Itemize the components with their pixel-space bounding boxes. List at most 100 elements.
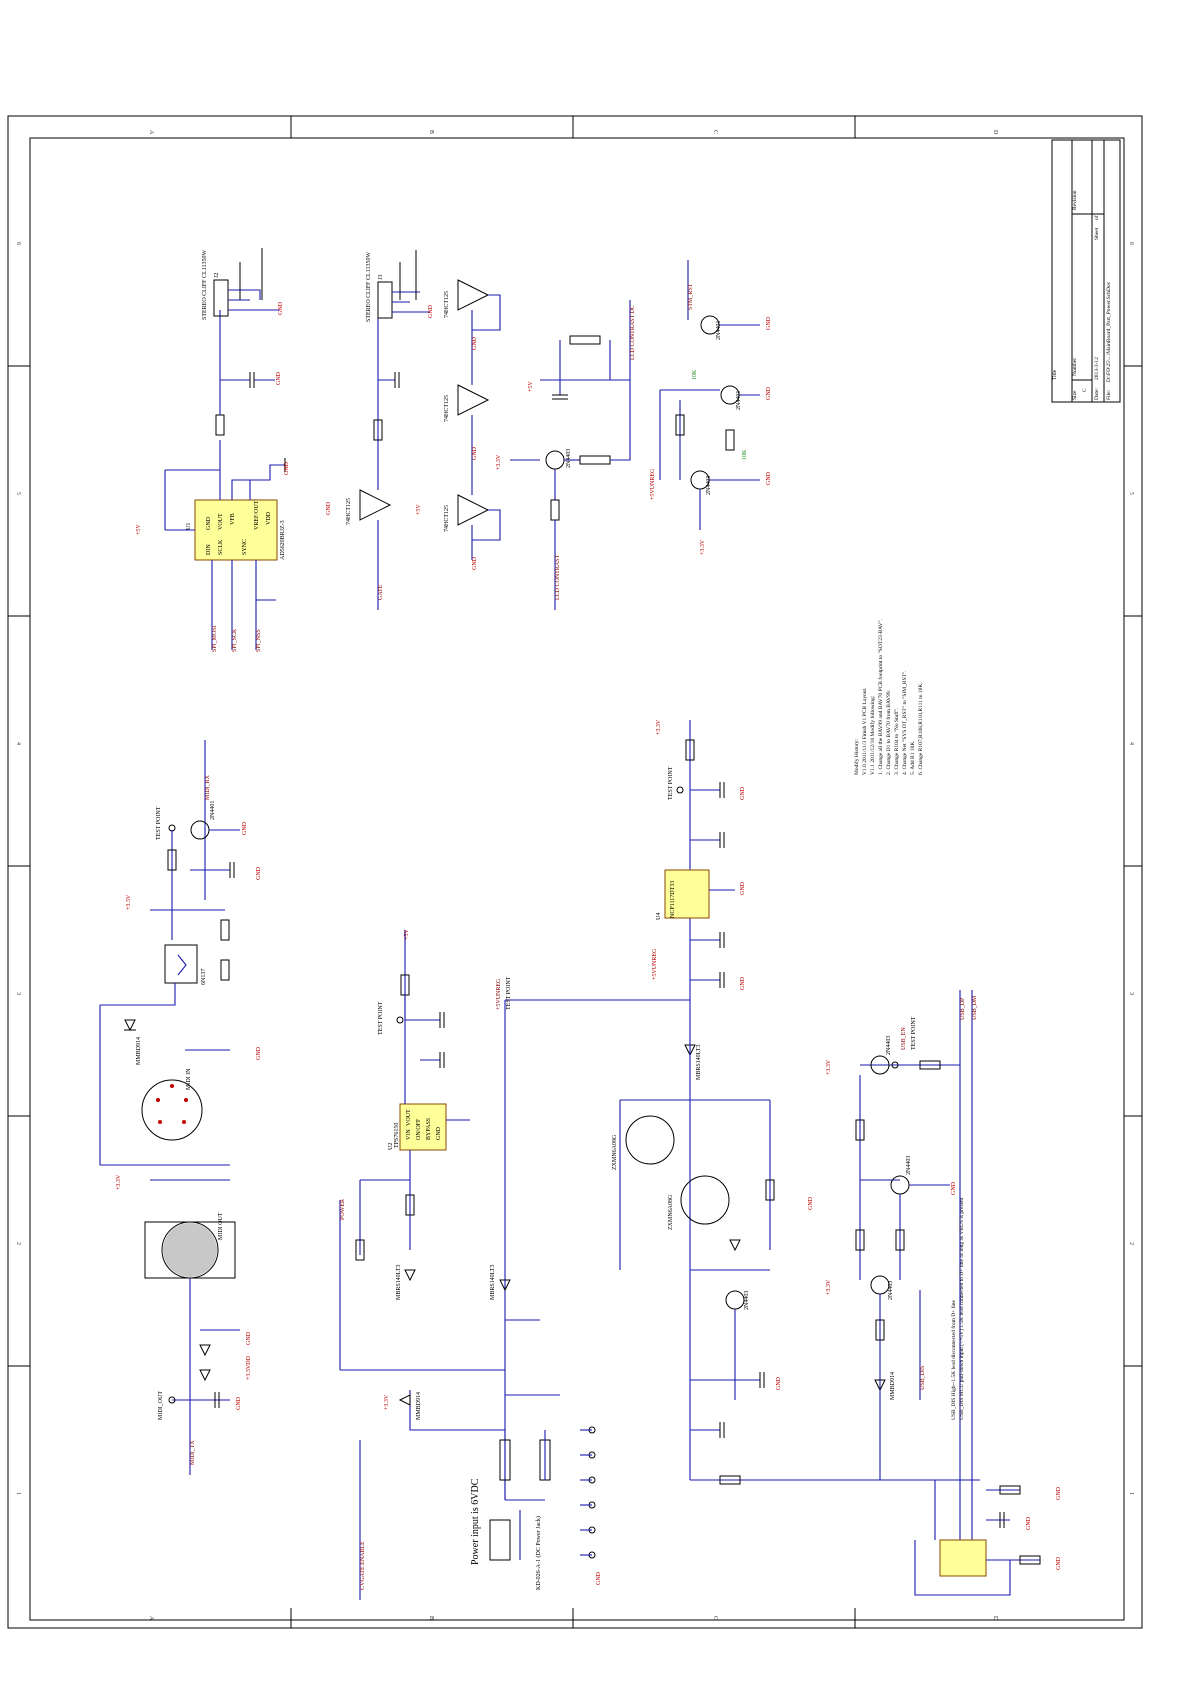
usb-gnd-3: GND <box>1056 1556 1062 1570</box>
u1-pin-vfb: VFB <box>230 513 236 525</box>
midi-33v-2: +3.3V <box>126 894 132 910</box>
q-switch-value: 2N4403 <box>744 1291 750 1310</box>
midi-out-33vdd: +3.3VDD <box>246 1355 252 1380</box>
u4-value: NCP1117DT33 <box>670 881 676 918</box>
reset-r-value-2: 10K <box>742 449 748 460</box>
zone-label-c-top: C <box>712 130 718 134</box>
u3a-value: 74HCT125 <box>346 498 352 525</box>
u2-pin-gnd: GND <box>436 1126 442 1140</box>
zone-label-5-left: 5 <box>15 492 21 495</box>
usb-note-1: USB_DIS High--1.5K lead disconnected fro… <box>950 1299 957 1420</box>
q-usb3-value: 2N4403 <box>888 1281 894 1300</box>
dac-section: U1 AD5620BRJZ-3 VOUT VFB SCLK DIN SYNC V… <box>136 248 290 652</box>
opto-6n137 <box>164 944 198 984</box>
u2-pin-onoff: ON/OFF <box>416 1118 422 1140</box>
zone-label-a-top: A <box>148 130 154 135</box>
history-line-8: 6. Change R107,R108,R110,R111 to 10K. <box>918 682 924 775</box>
net-midi-rx: MIDI_RX <box>205 774 211 800</box>
u2-testpoint: TEST POINT <box>378 1001 384 1035</box>
j3-value: STEREO CLIFF CL11350W <box>366 252 372 322</box>
file-value: D:\FD\25\...\MainBoard_Part_Power.SchDoc <box>1106 281 1112 382</box>
net-lcd-contrast-dc: LCD CONTRAST DC <box>630 305 636 360</box>
u3c-gnd: GND <box>472 446 478 460</box>
zone-label-1-left: 1 <box>15 1492 21 1495</box>
d-power-3-value: MMBD914 <box>416 1392 422 1420</box>
u4-chip <box>664 869 710 919</box>
lcd-vdd: +5V <box>528 381 534 392</box>
net-usb-dp: USB_DP <box>960 997 966 1020</box>
sheet-of: of <box>1093 215 1100 220</box>
j2-gnd: GND <box>278 301 284 315</box>
d-power-2-value: MBRS140LT3 <box>490 1265 496 1300</box>
u4-ref: U4 <box>656 913 662 920</box>
net-stm-rst: STM_RST <box>688 283 694 310</box>
u5-mosfet <box>625 1115 675 1165</box>
size-label: Size <box>1072 390 1078 400</box>
net-cvgate-enable: CVGATE ENABLE <box>360 1541 366 1590</box>
reset-33v: +3.3V <box>700 539 706 555</box>
midi-diode-value: MMBD914 <box>136 1037 142 1065</box>
j3-gnd: GND <box>428 304 434 318</box>
size-value: C <box>1082 388 1088 392</box>
lcd-contrast-section: LCD CONTRAST DC LCD CONTRAST +5V +3.3V 2… <box>496 300 636 610</box>
net-lcd-contrast: LCD CONTRAST <box>555 554 561 600</box>
switch-gnd-2: GND <box>808 1196 814 1210</box>
outer-frame <box>7 115 1143 1629</box>
u1-pin-vout: VOUT <box>218 513 224 530</box>
revision-label: Revision <box>1072 190 1078 210</box>
history-line-3: 1. Change all the BAV99 and BAV70 PCB fo… <box>877 618 884 775</box>
u1-gnd-rail: GND <box>284 461 290 475</box>
u1-pin-vdd: VDD <box>266 511 272 525</box>
reset-unreg: +5VUNREG <box>650 468 656 500</box>
u1-pin-sync: SYNC <box>242 539 248 555</box>
switch-gnd: GND <box>776 1376 782 1390</box>
zone-label-b-top: B <box>428 130 434 134</box>
zone-label-6-right: 6 <box>1128 242 1134 245</box>
usb-en-testpoint: TEST POINT <box>911 1016 917 1050</box>
history-line-4: 2. Change D1 to BAV70 from BAV99. <box>885 689 892 775</box>
u3d-gnd: GND <box>472 336 478 350</box>
u3c-value: 74HCT125 <box>444 395 450 422</box>
reset-section: STM_RST +5VUNREG +3.3V 2N4401 2N4401 2N4… <box>650 260 772 555</box>
reset-gnd-1: GND <box>766 316 772 330</box>
j2-ref: J2 <box>214 273 220 278</box>
midi-in-connector <box>141 1079 203 1141</box>
zone-label-1-right: 1 <box>1128 1492 1134 1495</box>
j3-ref: J3 <box>378 275 384 280</box>
u1-pin-vref: VREF/OUT <box>254 500 260 530</box>
title-label: Title <box>1052 369 1058 380</box>
reset-gnd-3: GND <box>766 471 772 485</box>
u1-pin-din: DIN <box>206 544 212 555</box>
reg-gnd-1: GND <box>740 786 746 800</box>
usb-section: USB_DP USB_DM TEST POINT USB_EN +3.3V 2N… <box>826 990 1062 1596</box>
zone-label-d-top: D <box>992 130 998 135</box>
midi-out-net-label: MIDI_OUT <box>158 1391 164 1420</box>
usb-note-2: USB_DIS MCU pull-down input (<=5V) 1.5K … <box>958 1197 965 1420</box>
lcd-33v: +3.3V <box>496 454 502 470</box>
power-unreg-net: +5VUNREG <box>496 978 502 1010</box>
u2-ref: U2 <box>388 1143 394 1150</box>
midi-in-label: MIDI IN <box>186 1068 192 1090</box>
u2-pin-vout: VOUT <box>406 1109 412 1126</box>
history-line-5: 3. Change R104 to "No Stuff". <box>893 707 900 775</box>
u1-pin-sclk: SCLK <box>218 539 224 555</box>
net-midi-tx: MIDI_TX <box>190 1440 196 1465</box>
zone-label-2-left: 2 <box>15 1242 21 1245</box>
u2-chip <box>399 1103 447 1151</box>
zone-label-3-right: 3 <box>1128 992 1134 995</box>
net-spi-nss: SPI_NSS <box>256 629 262 652</box>
zone-label-4-left: 4 <box>15 742 21 745</box>
regulator-section: +3.3V TEST POINT U4 NCP1117DT33 +5VUNREG… <box>612 719 980 1485</box>
history-line-1: V1.0 2011/11/3 Finish V1 PCB Layout. <box>862 687 868 775</box>
reg-testpoint: TEST POINT <box>668 766 674 800</box>
date-label: Date: <box>1094 388 1100 400</box>
d-power-1-value: MBRS140LT3 <box>396 1265 402 1300</box>
zone-dividers <box>8 116 1142 1628</box>
zone-label-a-bottom: A <box>148 1616 154 1621</box>
u6-value: ZXMN6A08G <box>668 1194 674 1230</box>
u1-value: AD5620BRJZ-3 <box>280 520 286 560</box>
zone-labels: A B C D A B C D 6 5 4 3 2 1 6 5 4 3 2 1 <box>15 130 1134 1621</box>
zone-label-4-right: 4 <box>1128 742 1134 745</box>
net-usb-dm: USB_DM <box>972 995 978 1020</box>
